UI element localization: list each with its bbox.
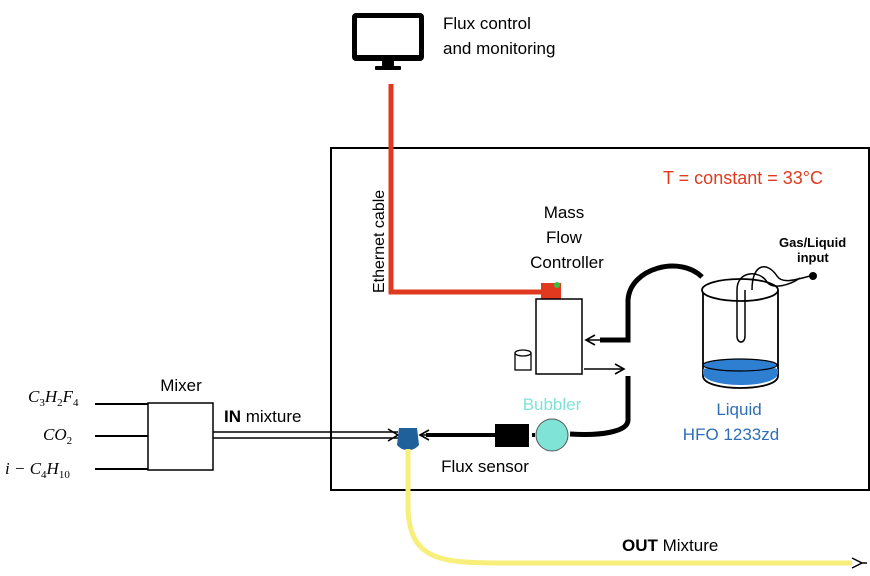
out-mixture-line <box>405 449 852 566</box>
gas-co2: CO2 <box>43 425 72 447</box>
gas-ic4h10-sub1: 4 <box>41 469 47 481</box>
gas-c3h2f4-f: F <box>62 387 74 406</box>
gas-ic4h10-sub2: 10 <box>59 469 71 481</box>
mfc-label-line2: Flow <box>546 228 583 247</box>
mfc-led <box>554 282 560 288</box>
monitor-icon <box>352 13 424 70</box>
gas-ic4h10: i − C4H10 <box>5 459 70 481</box>
in-mixture-label: IN mixture <box>224 407 301 426</box>
ethernet-label: Ethernet cable <box>371 190 388 293</box>
mfc-label-line1: Mass <box>544 203 585 222</box>
thermal-chamber <box>330 147 870 491</box>
mfc-knob-icon <box>514 349 532 371</box>
gas-ic4h10-pre: i − C <box>5 459 42 478</box>
gas-c3h2f4-sub2: 2 <box>57 397 63 409</box>
gas-liquid-input-line2: input <box>797 250 829 265</box>
gas-c3h2f4-sub3: 4 <box>73 397 79 409</box>
gas-c3h2f4-c: C <box>28 387 40 406</box>
gas-co2-co: CO <box>43 425 67 444</box>
liquid-label-line2: HFO 1233zd <box>683 425 779 444</box>
out-mixture-label-bold: OUT <box>622 536 659 555</box>
gas-c3h2f4-sub1: 3 <box>39 397 45 409</box>
mixer-label: Mixer <box>160 376 202 395</box>
bubbler <box>535 418 569 452</box>
liquid-to-mfc-pipe <box>600 263 704 343</box>
monitor-label-line1: Flux control <box>443 14 531 33</box>
out-mixture-arrow <box>851 557 867 569</box>
gas-liquid-input-line1: Gas/Liquid <box>779 235 846 250</box>
mfc-label-line3: Controller <box>530 253 604 272</box>
in-mixture-label-rest: mixture <box>241 407 301 426</box>
out-mixture-label-rest: Mixture <box>658 536 718 555</box>
junction-connector <box>397 428 419 451</box>
gas-c3h2f4-h: H <box>44 387 59 406</box>
liquid-container <box>701 266 817 389</box>
mfc-to-bubbler-pipe <box>569 376 631 437</box>
bubbler-label: Bubbler <box>523 395 582 414</box>
gas-c3h2f4: C3H2F4 <box>28 387 79 409</box>
flux-sensor <box>495 424 529 447</box>
mixer <box>147 402 214 471</box>
monitor-label-line2: and monitoring <box>443 39 555 58</box>
gas-ic4h10-h: H <box>46 459 61 478</box>
flux-sensor-label: Flux sensor <box>441 457 529 476</box>
in-mixture-arrow <box>387 428 400 442</box>
in-mixture-label-bold: IN <box>224 407 241 426</box>
liquid-label-line1: Liquid <box>716 400 761 419</box>
temperature-label: T = constant = 33°C <box>663 168 823 188</box>
gas-co2-sub: 2 <box>67 435 73 447</box>
ethernet-cable <box>388 84 545 295</box>
out-mixture-label: OUT Mixture <box>622 536 718 555</box>
mass-flow-controller <box>535 298 583 375</box>
